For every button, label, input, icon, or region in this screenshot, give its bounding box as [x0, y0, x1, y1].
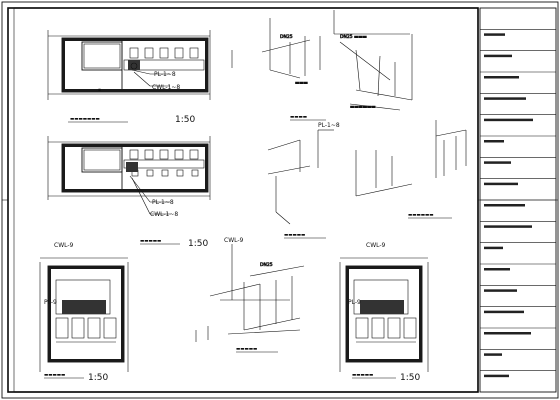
- svg-text:DN25 ▬▬▬: DN25 ▬▬▬: [340, 34, 367, 40]
- title-block-text-mark: [484, 204, 525, 207]
- title-block-text-mark: [484, 332, 531, 335]
- title-block-text-mark: [484, 246, 503, 250]
- title-block-text-mark: [484, 54, 512, 58]
- pl-label-iso-mid: PL-1~8: [318, 122, 340, 129]
- scale-bottom-right: 1:50: [400, 373, 420, 383]
- svg-text:▬▬▬▬▬: ▬▬▬▬▬: [44, 373, 65, 378]
- pl-label-mid: PL-1~8: [152, 199, 174, 206]
- title-block-text-mark: [484, 374, 509, 378]
- title-block-text-mark: [484, 140, 504, 143]
- title-block-text-mark: [484, 97, 526, 100]
- svg-text:▪: ▪: [98, 88, 101, 93]
- binding-strip: [7, 7, 15, 393]
- scale-mid-plan: 1:50: [188, 239, 208, 249]
- pl-label-upper: PL-1~8: [154, 71, 176, 78]
- title-block-text-mark: [484, 118, 533, 122]
- svg-text:▬▬▬▬▬: ▬▬▬▬▬: [352, 373, 373, 378]
- cwl-label-iso-bottom: CWL-9: [224, 237, 244, 244]
- scale-upper-plan: 1:50: [175, 115, 195, 125]
- pl-label-left: PL-9: [44, 299, 57, 306]
- svg-text:▬▬▬▬▬: ▬▬▬▬▬: [140, 239, 161, 244]
- title-block-text-mark: [484, 161, 511, 164]
- svg-text:▬▬▬▬▬▬▬: ▬▬▬▬▬▬▬: [70, 117, 100, 122]
- title-block-text-mark: [484, 310, 524, 314]
- middle-plan: PL-1~8 CWL-1~8: [47, 136, 211, 218]
- title-block-text-mark: [484, 182, 518, 186]
- upper-plan: PL-1~8 CWL-1~8 ▪: [47, 30, 211, 100]
- middle-isometric: [267, 120, 467, 225]
- cwl-label-upper: CWL-1~8: [152, 84, 180, 91]
- title-block-text-mark: [484, 268, 510, 271]
- title-block-text-mark: [484, 33, 505, 36]
- svg-text:▬▬▬: ▬▬▬: [295, 81, 308, 86]
- bottom-left-plan: [39, 257, 129, 372]
- svg-text:▬▬▬▬▬▬: ▬▬▬▬▬▬: [408, 213, 434, 218]
- title-block: [479, 7, 557, 393]
- svg-text:DN25: DN25: [280, 34, 293, 40]
- bottom-isometric: DN25: [195, 244, 305, 342]
- title-block-text-mark: [484, 76, 519, 79]
- cwl-label-right: CWL-9: [366, 242, 386, 249]
- drawing-frame: [7, 7, 479, 393]
- svg-text:▬▬▬▬▬: ▬▬▬▬▬: [284, 233, 305, 238]
- cwl-label-left: CWL-9: [54, 242, 74, 249]
- cwl-label-mid: CWL-1~8: [150, 211, 178, 218]
- scale-bottom-left: 1:50: [88, 373, 108, 383]
- title-block-text-mark: [484, 289, 517, 292]
- svg-text:▬▬▬▬▬▬: ▬▬▬▬▬▬: [350, 105, 376, 110]
- title-block-text-mark: [484, 225, 532, 228]
- svg-text:▬▬▬▬: ▬▬▬▬: [290, 115, 307, 120]
- svg-text:DN25: DN25: [260, 262, 273, 268]
- title-block-text-mark: [484, 353, 502, 356]
- pl-label-right: PL-9: [348, 299, 361, 306]
- upper-isometric: DN25 DN25 ▬▬▬ ▬▬▬ ▬▬▬▬▬▬: [231, 10, 413, 110]
- svg-text:▬▬▬▬▬: ▬▬▬▬▬: [236, 347, 257, 352]
- bottom-right-plan: [339, 257, 429, 372]
